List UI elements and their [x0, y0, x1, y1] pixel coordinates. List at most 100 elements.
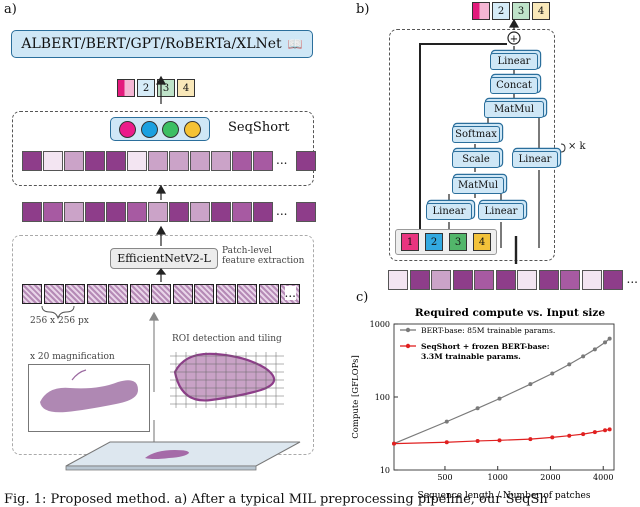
tissue-patch	[22, 284, 42, 304]
plus-sign: +	[510, 34, 518, 45]
tissue-patch	[43, 284, 64, 304]
linear-q-block: Linear	[426, 203, 472, 220]
panel-a-label: a)	[4, 2, 17, 17]
figure-caption: Fig. 1: Proposed method. a) After a typi…	[4, 492, 548, 507]
token	[431, 270, 451, 290]
tissue-patch	[108, 284, 128, 304]
data-point	[497, 396, 502, 401]
token	[148, 151, 168, 171]
tissue-patch	[258, 284, 279, 304]
token	[296, 202, 316, 222]
data-point	[607, 336, 612, 341]
query-chip-3: 3	[449, 233, 467, 251]
circle-3	[162, 120, 180, 138]
seqshort-label: SeqShort	[228, 120, 290, 135]
token	[603, 270, 623, 290]
token	[22, 151, 42, 171]
token	[517, 270, 537, 290]
y-tick-label: 100	[375, 393, 390, 402]
circle-2	[140, 120, 158, 138]
output-chip-number: 3	[517, 5, 525, 17]
circle-4	[183, 120, 201, 138]
token	[22, 202, 42, 222]
data-point	[581, 354, 586, 359]
ellipsis: ...	[284, 286, 296, 300]
x-tick-label: 4000	[593, 473, 613, 482]
efficientnet-label: EfficientNetV2-L	[117, 252, 211, 265]
token	[232, 151, 252, 171]
token	[232, 202, 252, 222]
attention-region	[389, 29, 555, 261]
tissue-patch	[129, 284, 150, 304]
token	[190, 202, 210, 222]
softmax-block: Softmax	[452, 126, 500, 143]
token	[296, 151, 316, 171]
seqshort-circles-box	[110, 117, 210, 141]
token	[106, 202, 126, 222]
matmul-bottom-block: MatMul	[452, 177, 504, 194]
token	[211, 202, 231, 222]
book-icon: 📖	[287, 37, 303, 51]
y-tick-label: 1000	[370, 320, 390, 329]
series-line-1	[393, 428, 610, 445]
scale-block: Scale	[452, 151, 500, 168]
linear-v-block: Linear	[512, 151, 558, 168]
data-point	[567, 362, 572, 367]
token	[560, 270, 580, 290]
tissue-patch	[172, 284, 193, 304]
tissue-patch	[86, 284, 107, 304]
y-axis-label: Compute [GFLOPs]	[351, 355, 361, 439]
token	[474, 270, 494, 290]
data-point	[607, 427, 612, 432]
token	[85, 151, 105, 171]
legend-label-1: 3.3M trainable params.	[421, 352, 521, 361]
patch-size-label: 256 x 256 px	[30, 316, 89, 326]
token	[106, 151, 126, 171]
tissue-patch	[237, 284, 257, 304]
token	[581, 270, 602, 290]
query-chip-4: 4	[473, 233, 491, 251]
token	[409, 270, 430, 290]
data-point	[475, 438, 480, 443]
token	[190, 151, 210, 171]
ellipsis: ...	[626, 272, 638, 286]
output-chip-number: 3	[162, 82, 170, 94]
token	[495, 270, 516, 290]
ellipsis: ...	[276, 204, 288, 218]
data-point	[528, 437, 533, 442]
roi-label: ROI detection and tiling	[172, 334, 282, 344]
token	[211, 151, 231, 171]
x-tick-label: 500	[437, 473, 452, 482]
data-point	[444, 419, 449, 424]
data-point	[567, 433, 572, 438]
token	[85, 202, 105, 222]
token	[538, 270, 559, 290]
output-chip-1	[472, 2, 490, 20]
efficientnet-box: EfficientNetV2-L	[110, 248, 218, 269]
model-title: ALBERT/BERT/GPT/RoBERTa/XLNet	[21, 36, 282, 52]
output-chip-number: 2	[497, 5, 505, 17]
panel-b-label: b)	[356, 2, 370, 17]
tissue-patch	[65, 284, 85, 304]
seqshort-region	[12, 111, 314, 186]
concat-block: Concat	[490, 77, 538, 94]
matmul-top-block: MatMul	[484, 101, 544, 118]
tissue-patch	[151, 284, 171, 304]
output-chip-4: 4	[177, 79, 195, 97]
query-chip-2: 2	[425, 233, 443, 251]
output-chip-number: 4	[537, 5, 545, 17]
legend-label-1: SeqShort + frozen BERT-base:	[421, 342, 550, 351]
data-point	[603, 340, 608, 345]
data-point	[592, 430, 597, 435]
data-point	[497, 438, 502, 443]
data-point	[475, 406, 480, 411]
token	[169, 202, 189, 222]
output-chip-2: 2	[137, 79, 155, 97]
times-k-label: × k	[568, 141, 586, 152]
x-axis-label: Sequence length / Number of patches	[418, 491, 591, 501]
data-point	[581, 432, 586, 437]
data-point	[592, 347, 597, 352]
token	[253, 202, 273, 222]
query-chip-1: 1	[401, 233, 419, 251]
